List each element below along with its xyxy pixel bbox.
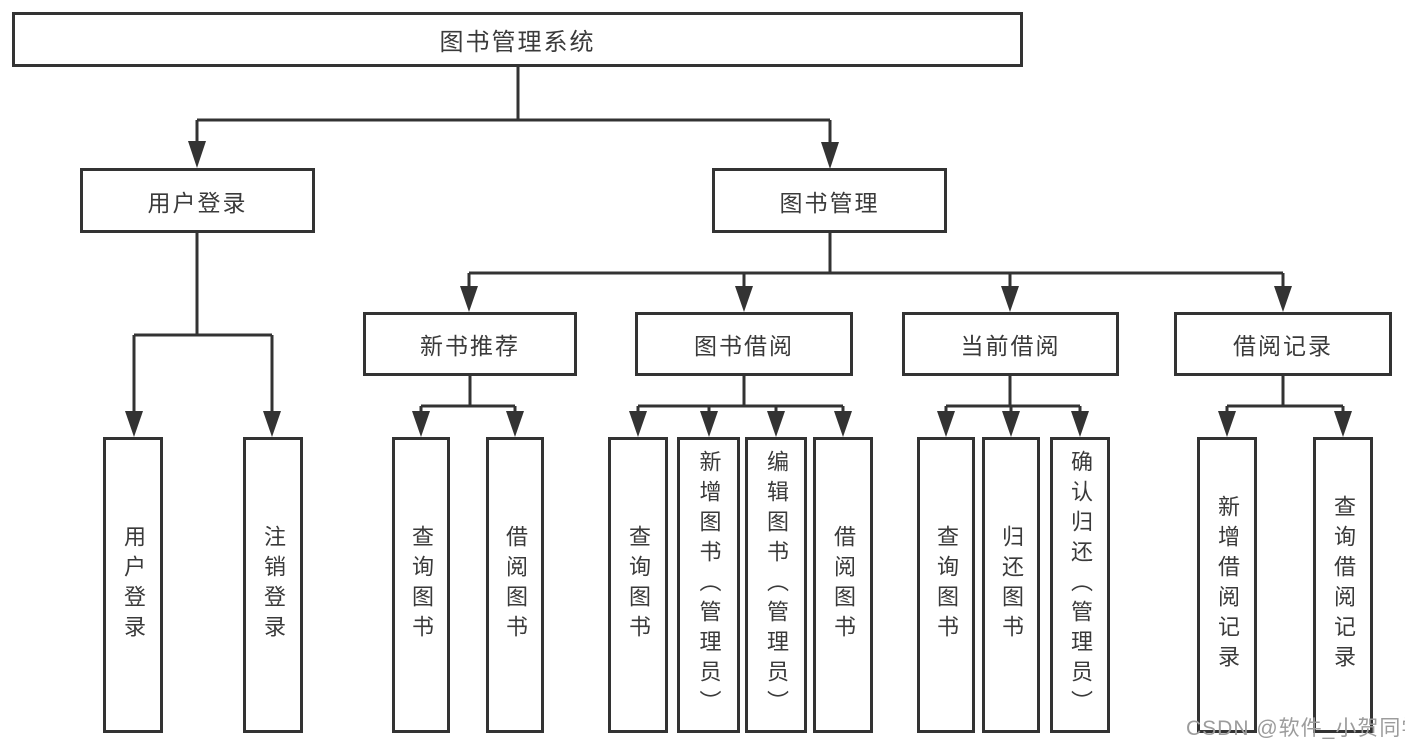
node-book-management: 图书管理: [712, 168, 947, 233]
leaf-add-borrow-record: 新增借阅记录: [1197, 437, 1257, 733]
leaf-return-books: 归还图书: [982, 437, 1040, 733]
node-root-book-management-system: 图书管理系统: [12, 12, 1023, 67]
node-borrow-records: 借阅记录: [1174, 312, 1392, 376]
node-new-book-recommend: 新书推荐: [363, 312, 577, 376]
leaf-confirm-return-admin: 确认归还（管理员）: [1050, 437, 1110, 733]
csdn-watermark: CSDN @软件_小贺同学: [1186, 717, 1405, 740]
leaf-recommend-borrow-books: 借阅图书: [486, 437, 544, 733]
connector-book-borrow-children: [629, 376, 852, 437]
leaf-recommend-query-books: 查询图书: [392, 437, 450, 733]
connector-book-management-children: [460, 233, 1292, 312]
leaf-borrow-books: 借阅图书: [813, 437, 873, 733]
node-user-login: 用户登录: [80, 168, 315, 233]
connector-current-borrow-children: [937, 376, 1089, 437]
leaf-logout: 注销登录: [243, 437, 303, 733]
leaf-add-book-admin: 新增图书（管理员）: [677, 437, 740, 733]
leaf-user-login: 用户登录: [103, 437, 163, 733]
leaf-borrow-query-books: 查询图书: [608, 437, 668, 733]
connector-user-login-children: [125, 232, 281, 437]
connector-new-book-recommend-children: [412, 376, 524, 437]
connector-root-to-level2: [188, 67, 839, 169]
leaf-query-borrow-record: 查询借阅记录: [1313, 437, 1373, 733]
leaf-current-query-books: 查询图书: [917, 437, 975, 733]
node-current-borrow: 当前借阅: [902, 312, 1119, 376]
node-book-borrow: 图书借阅: [635, 312, 853, 376]
leaf-edit-book-admin: 编辑图书（管理员）: [745, 437, 807, 733]
connector-borrow-records-children: [1218, 376, 1352, 437]
